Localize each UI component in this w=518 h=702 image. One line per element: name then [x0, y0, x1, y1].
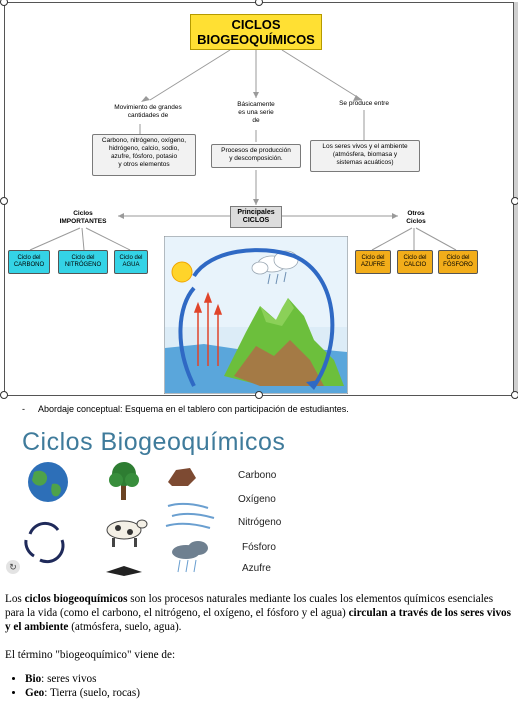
para-text-2: son los procesos naturales mediante los … [5, 593, 494, 619]
bird-icon [106, 566, 142, 576]
term-geo: Geo [25, 687, 45, 699]
resize-handle-top-center[interactable] [255, 0, 263, 6]
list-item: Bio: seres vivos [25, 672, 515, 686]
water-cycle-illustration [164, 236, 348, 394]
cow-icon [106, 519, 148, 547]
concept-map-title: CICLOS BIOGEOQUÍMICOS [190, 14, 322, 50]
cycle-carbono: Ciclo del CARBONO [8, 250, 50, 274]
cycle-calcio: Ciclo del CALCIO [397, 250, 433, 274]
recycle-arrows-icon [24, 521, 65, 564]
resize-handle-bottom-center[interactable] [255, 391, 263, 399]
principal-cycles-box: Principales CICLOS [230, 206, 282, 228]
important-cycles-label: Ciclos IMPORTANTES [59, 210, 107, 225]
para-text-3: (atmósfera, suelo, agua). [68, 621, 182, 633]
rock-icon [168, 468, 196, 486]
resize-handle-bottom-left[interactable] [0, 391, 8, 399]
list-item: Geo: Tierra (suelo, rocas) [25, 686, 515, 700]
earth-icon [28, 462, 68, 502]
image-caption: - Abordaje conceptual: Esquema en el tabl… [22, 404, 349, 414]
caption-text: Abordaje conceptual: Esquema en el table… [38, 404, 349, 414]
right-label: Se produce entre [339, 100, 389, 107]
resize-handle-bottom-right[interactable] [511, 391, 518, 399]
cycle-agua: Ciclo del AGUA [114, 250, 148, 274]
element-oxigeno: Oxígeno [238, 494, 276, 505]
cycle-fosforo: Ciclo del FÓSFORO [438, 250, 478, 274]
definition-paragraph: Los ciclos biogeoquímicos son los proces… [5, 592, 513, 634]
concept-map-connectors [29, 49, 457, 251]
term-bio: Bio [25, 673, 42, 685]
cycle-nitrogeno: Ciclo del NITRÓGENO [58, 250, 108, 274]
para-bold-2: circulan a través de los seres vivos y e… [5, 607, 512, 633]
infographic-title: Ciclos Biogeoquímicos [22, 428, 286, 456]
element-carbono: Carbono [238, 470, 277, 481]
processes-box: Procesos de producción y descomposición. [211, 144, 301, 168]
element-azufre: Azufre [242, 563, 271, 574]
cycle-azufre: Ciclo del AZUFRE [355, 250, 391, 274]
environment-box: Los seres vivos y el ambiente (atmósfera… [310, 140, 420, 172]
mid-label: Básicamente es una serie de [237, 101, 275, 124]
caption-dash: - [22, 404, 25, 414]
resize-handle-top-left[interactable] [0, 0, 8, 6]
term-geo-meaning: : Tierra (suelo, rocas) [44, 687, 140, 699]
elements-box: Carbono, nitrógeno, oxígeno, hidrógeno, … [92, 134, 196, 176]
tree-icon [109, 462, 139, 500]
infographic-icons [24, 462, 215, 576]
resize-handle-middle-right[interactable] [511, 197, 518, 205]
element-fosforo: Fósforo [242, 542, 276, 553]
element-nitrogeno: Nitrógeno [238, 517, 282, 528]
term-bio-meaning: : seres vivos [41, 673, 97, 685]
rain-cloud-icon [172, 541, 208, 573]
left-label: Movimiento de grandes cantidades de [114, 104, 182, 119]
origin-paragraph: El término "biogeoquímico" viene de: [5, 649, 176, 661]
para-bold-1: ciclos biogeoquímicos [24, 593, 128, 605]
wind-icon [165, 502, 215, 529]
other-cycles-label: Otros Ciclos [406, 210, 426, 225]
term-list: Bio: seres vivos Geo: Tierra (suelo, roc… [5, 672, 515, 700]
para-text-1: Los [5, 593, 25, 605]
image-options-icon[interactable]: ↻ [6, 560, 20, 574]
resize-handle-middle-left[interactable] [0, 197, 8, 205]
